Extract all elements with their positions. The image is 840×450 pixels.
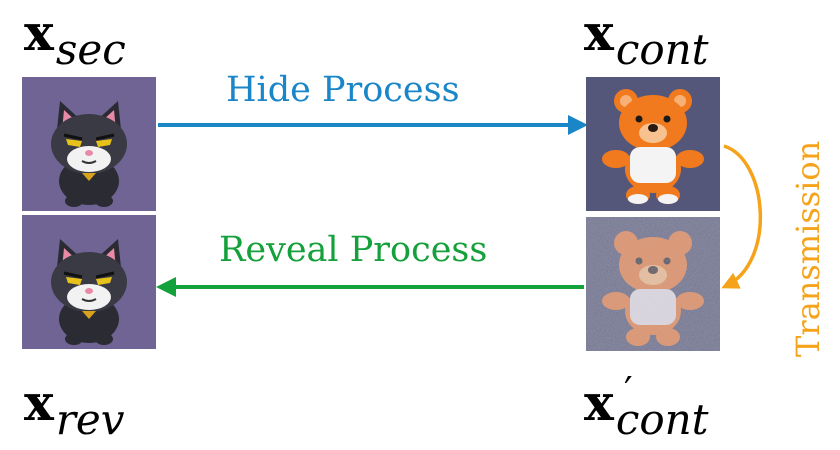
reveal-process-label: Reveal Process <box>219 230 488 270</box>
cover-image <box>586 77 720 211</box>
secret-image <box>22 77 156 211</box>
cat-icon <box>22 215 156 349</box>
label-x-cont: xcont <box>584 3 709 74</box>
teddy-bear-icon <box>586 77 720 211</box>
transmission-arrow <box>721 144 763 289</box>
cat-icon <box>22 77 156 211</box>
label-x-sec: xsec <box>24 3 126 74</box>
revealed-image <box>22 215 156 349</box>
label-x-cont-prime: x′cont <box>584 369 709 444</box>
label-x-rev: xrev <box>24 373 125 444</box>
transmitted-image <box>586 217 720 351</box>
teddy-bear-icon <box>586 217 720 351</box>
hide-process-label: Hide Process <box>226 70 460 110</box>
